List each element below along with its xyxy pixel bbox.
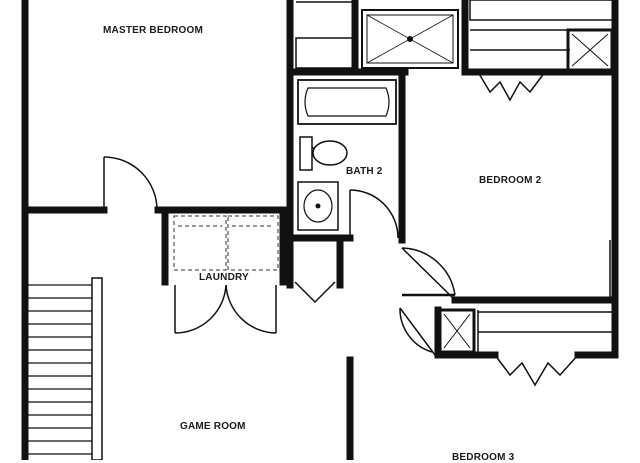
laundry-door-left-swing [174, 284, 227, 334]
thin-walls [295, 0, 614, 355]
hvac-box-2-x-b [443, 313, 471, 349]
washer [173, 215, 227, 271]
vanity [297, 181, 339, 231]
room-label-bedroom-3: BEDROOM 3 [452, 452, 515, 463]
hvac-closet-2 [438, 308, 476, 354]
toilet-icon [299, 136, 348, 171]
hvac-box-1-x-b [571, 33, 609, 67]
bedroom-2-door-swing [401, 247, 456, 296]
shower-tray [361, 9, 459, 69]
bedroom-2-door-leaf [401, 247, 456, 301]
linen-door-swing [294, 281, 336, 304]
room-label-game-room: GAME ROOM [180, 421, 246, 432]
dryer [227, 215, 279, 271]
shower-drain-icon [407, 36, 413, 42]
hvac-box-2 [438, 308, 476, 354]
walls [21, 0, 619, 460]
shower-tray-inner [366, 14, 454, 64]
hvac-closet-1 [566, 28, 614, 72]
room-label-bath-2: BATH 2 [346, 166, 383, 177]
closet-shelf [295, 37, 354, 69]
bedroom-3-door-swing [399, 307, 433, 353]
master-door-swing [103, 156, 158, 211]
sink-basin [303, 189, 333, 223]
bathtub-outline [297, 79, 397, 125]
laundry-appliances [173, 215, 279, 271]
bedroom-2-closet-bifold [477, 71, 546, 102]
shower [361, 9, 459, 69]
bedroom-2-shelf [469, 0, 614, 21]
staircase [28, 277, 103, 460]
toilet-tank [299, 136, 313, 171]
bathtub-basin [304, 87, 390, 117]
toilet-bowl [312, 140, 348, 166]
laundry-door-right-swing [225, 284, 277, 334]
doors [103, 71, 579, 387]
room-label-master-bedroom: MASTER BEDROOM [103, 25, 204, 36]
hvac-box-1 [566, 28, 614, 72]
bathtub [297, 79, 397, 125]
stair-railing [91, 277, 103, 460]
bedroom-3-door-leaf [399, 307, 436, 356]
room-label-laundry: LAUNDRY [199, 272, 249, 283]
bedroom-3-closet-bifold [494, 354, 579, 387]
sink-drain [315, 203, 321, 209]
bath-2-door-swing [349, 189, 399, 239]
sink-icon [297, 181, 339, 231]
room-label-bedroom-2: BEDROOM 2 [479, 175, 542, 186]
